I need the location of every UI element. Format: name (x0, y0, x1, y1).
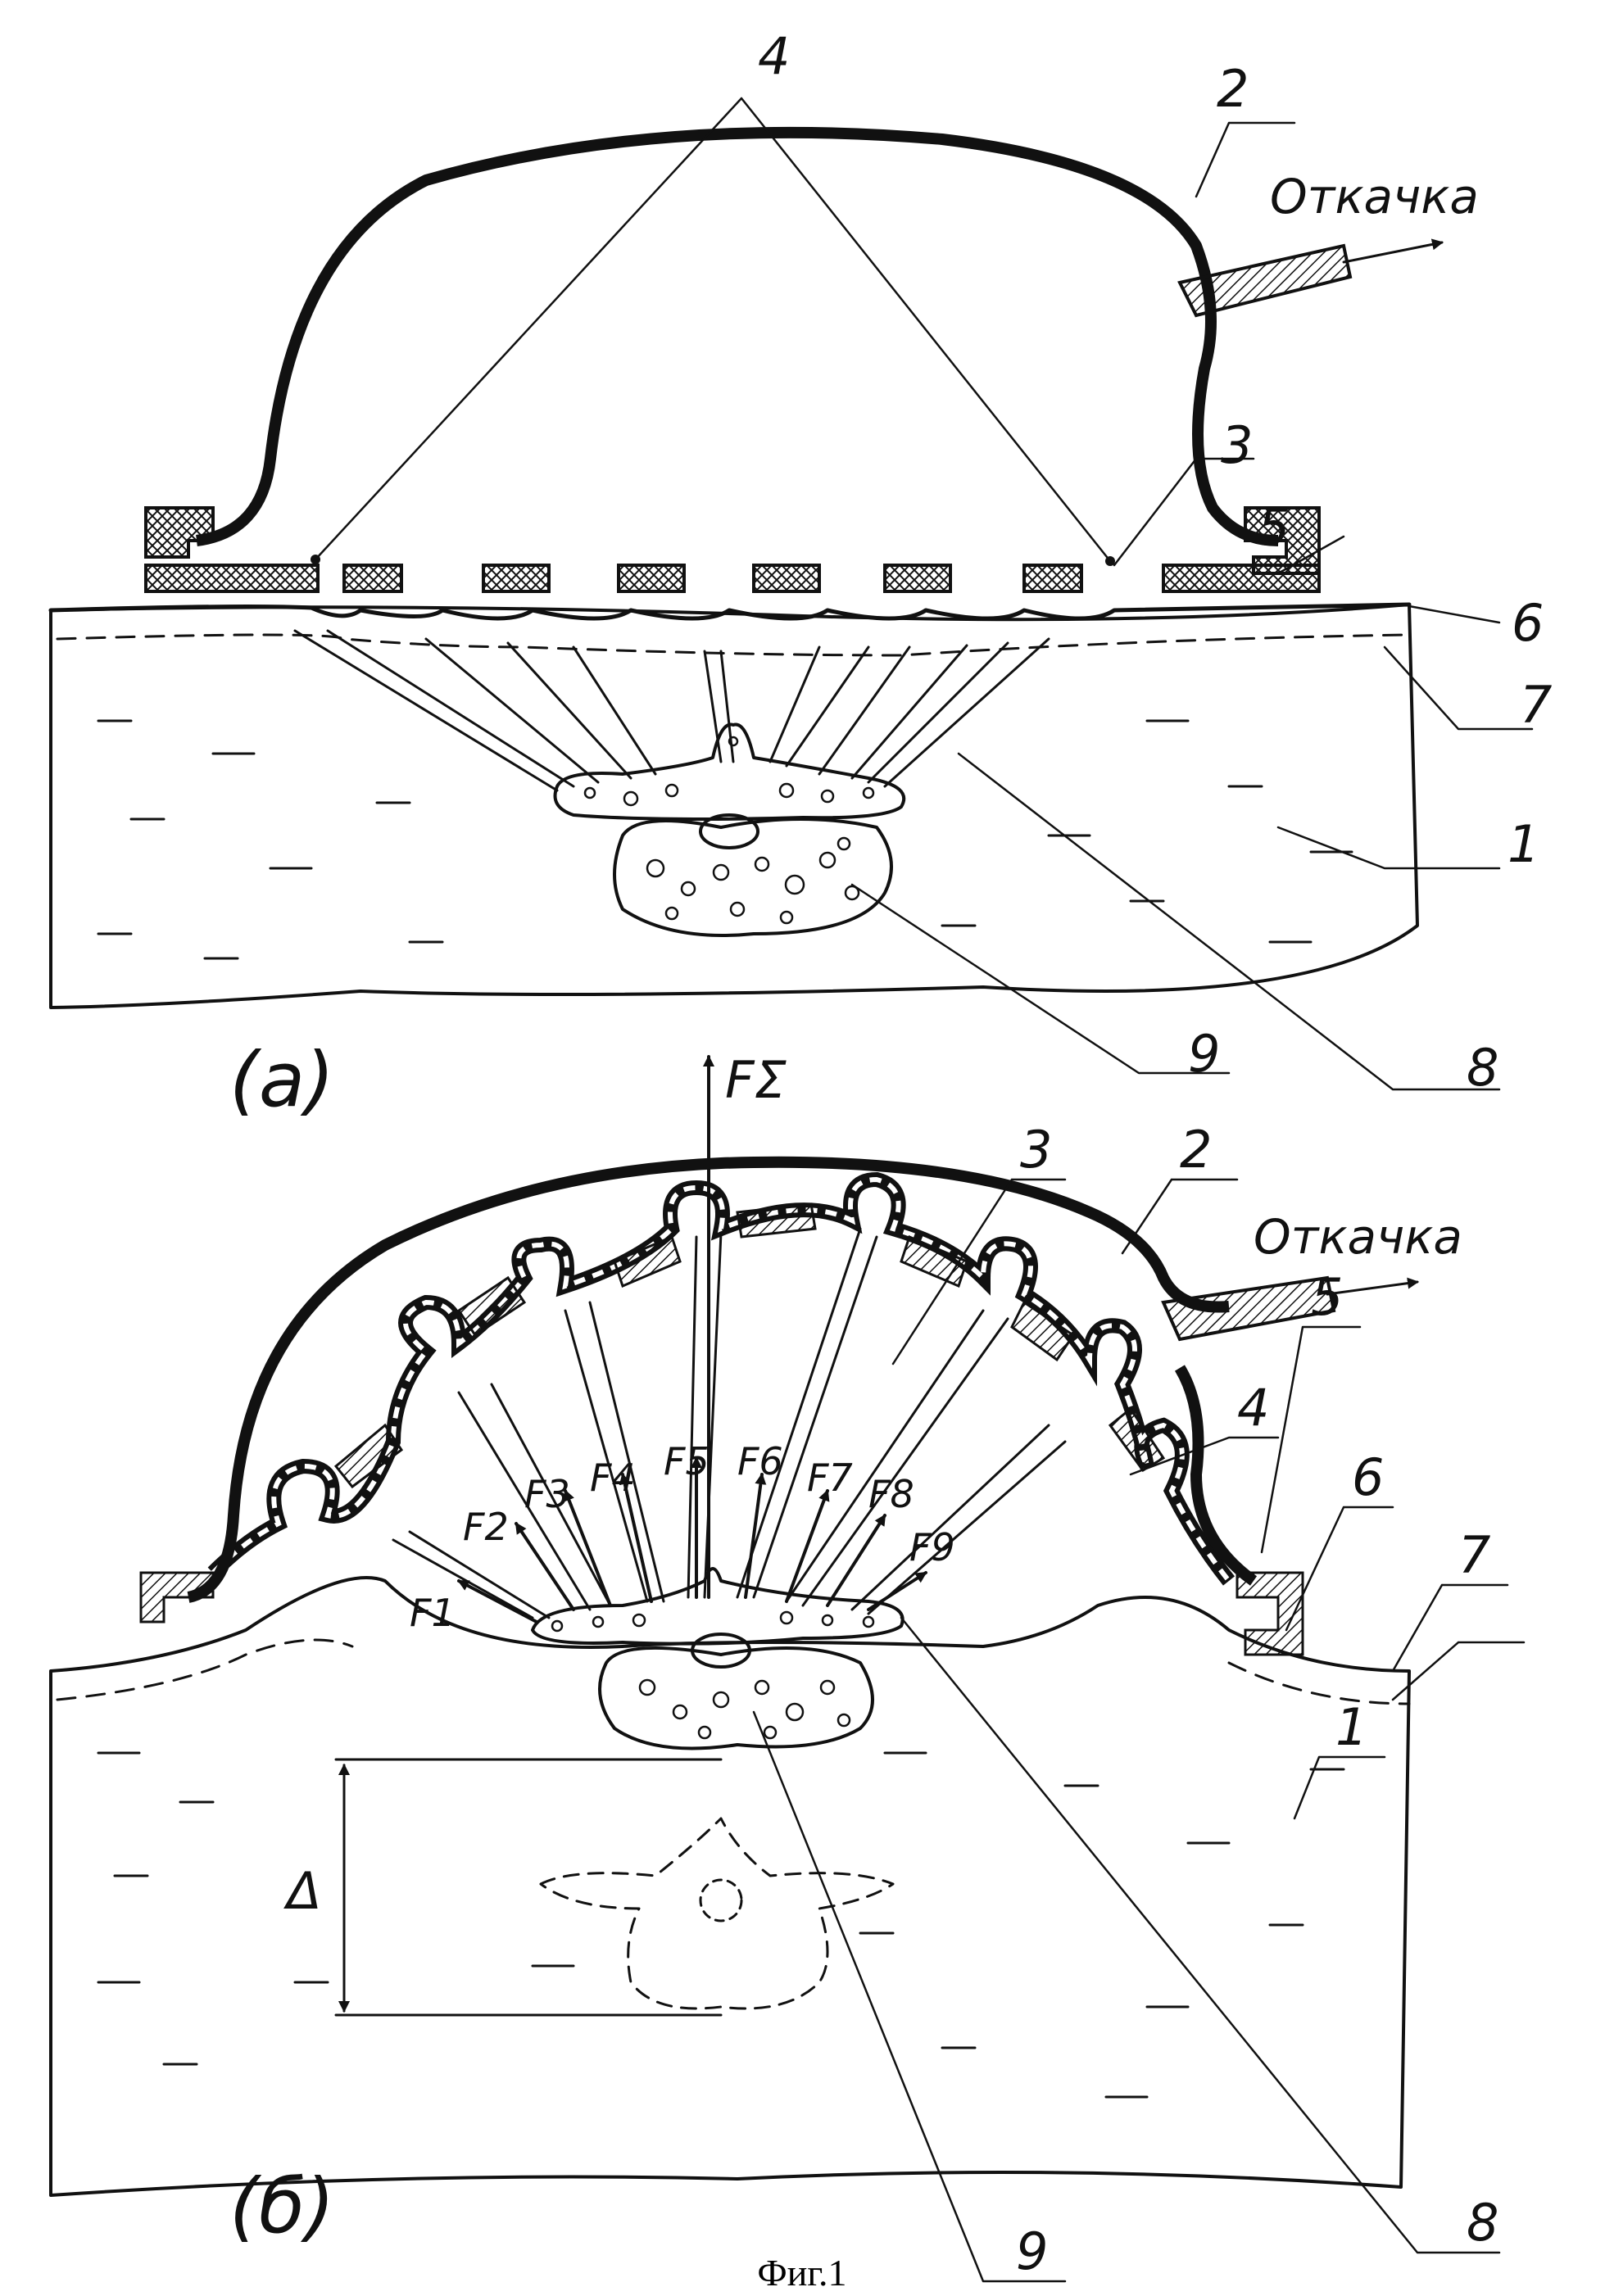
callout-6-b: 6 (1352, 1447, 1384, 1507)
skin-layer-7-b (57, 1640, 1409, 1704)
callout-3-b: 3 (1020, 1120, 1052, 1180)
displacement-label: Δ (283, 1861, 321, 1921)
panel-label-b: (б) (229, 2162, 335, 2250)
leader-lines-a (315, 98, 1532, 1089)
vacuum-cup-2-a (197, 133, 1278, 541)
pump-label-a: Откачка (1270, 169, 1479, 224)
original-canal (700, 1880, 741, 1921)
callout-3-a: 3 (1221, 415, 1253, 475)
force-label-f1: F1 (410, 1591, 456, 1635)
figure-caption: Фиг.1 (757, 2252, 846, 2294)
callout-2-b: 2 (1180, 1120, 1212, 1180)
callout-9-b: 9 (1016, 2221, 1048, 2281)
callout-7-b: 7 (1458, 1525, 1490, 1585)
callout-7-a: 7 (1520, 675, 1552, 735)
callout-8-b: 8 (1467, 2193, 1498, 2253)
pump-tube-b (1163, 1278, 1334, 1339)
callout-6-a: 6 (1512, 593, 1544, 653)
force-label-f8: F8 (868, 1472, 914, 1516)
callout-2-a: 2 (1217, 59, 1249, 119)
panel-label-a: (а) (229, 1036, 334, 1124)
force-label-f3: F3 (524, 1472, 570, 1516)
force-label-f6: F6 (737, 1439, 783, 1483)
callout-1-a: 1 (1508, 814, 1539, 874)
callout-4-a: 4 (758, 26, 790, 86)
seal-ring-5-a (146, 508, 1319, 591)
displacement-dimension (336, 1759, 721, 2015)
resultant-force-label: FΣ (725, 1050, 787, 1110)
callout-5-b: 5 (1311, 1267, 1343, 1327)
force-label-f7: F7 (807, 1456, 853, 1500)
callout-5-a: 5 (1258, 497, 1290, 557)
tissue-texture-b (98, 1753, 1344, 2097)
force-label-f2: F2 (463, 1505, 509, 1549)
callout-9-a: 9 (1188, 1024, 1220, 1084)
tissue-block-b (51, 1578, 1409, 2195)
force-label-f4: F4 (590, 1456, 636, 1500)
vertebra-process-b (533, 1569, 903, 1644)
callout-4-b: 4 (1237, 1378, 1269, 1438)
tissue-texture-a (98, 721, 1352, 958)
pump-arrow-a (1344, 242, 1442, 262)
skin-layer-7-a (57, 635, 1409, 655)
panel-a (51, 98, 1532, 1089)
pump-label-b: Откачка (1254, 1209, 1462, 1265)
seal-ring-5-b (141, 1204, 1303, 1655)
force-label-f5: F5 (664, 1439, 710, 1483)
callout-8-a: 8 (1467, 1038, 1498, 1098)
tissue-block-a (51, 605, 1417, 1008)
original-vertebra-position (541, 1818, 893, 2008)
force-label-f9: F9 (909, 1525, 955, 1569)
callout-1-b: 1 (1335, 1697, 1367, 1757)
